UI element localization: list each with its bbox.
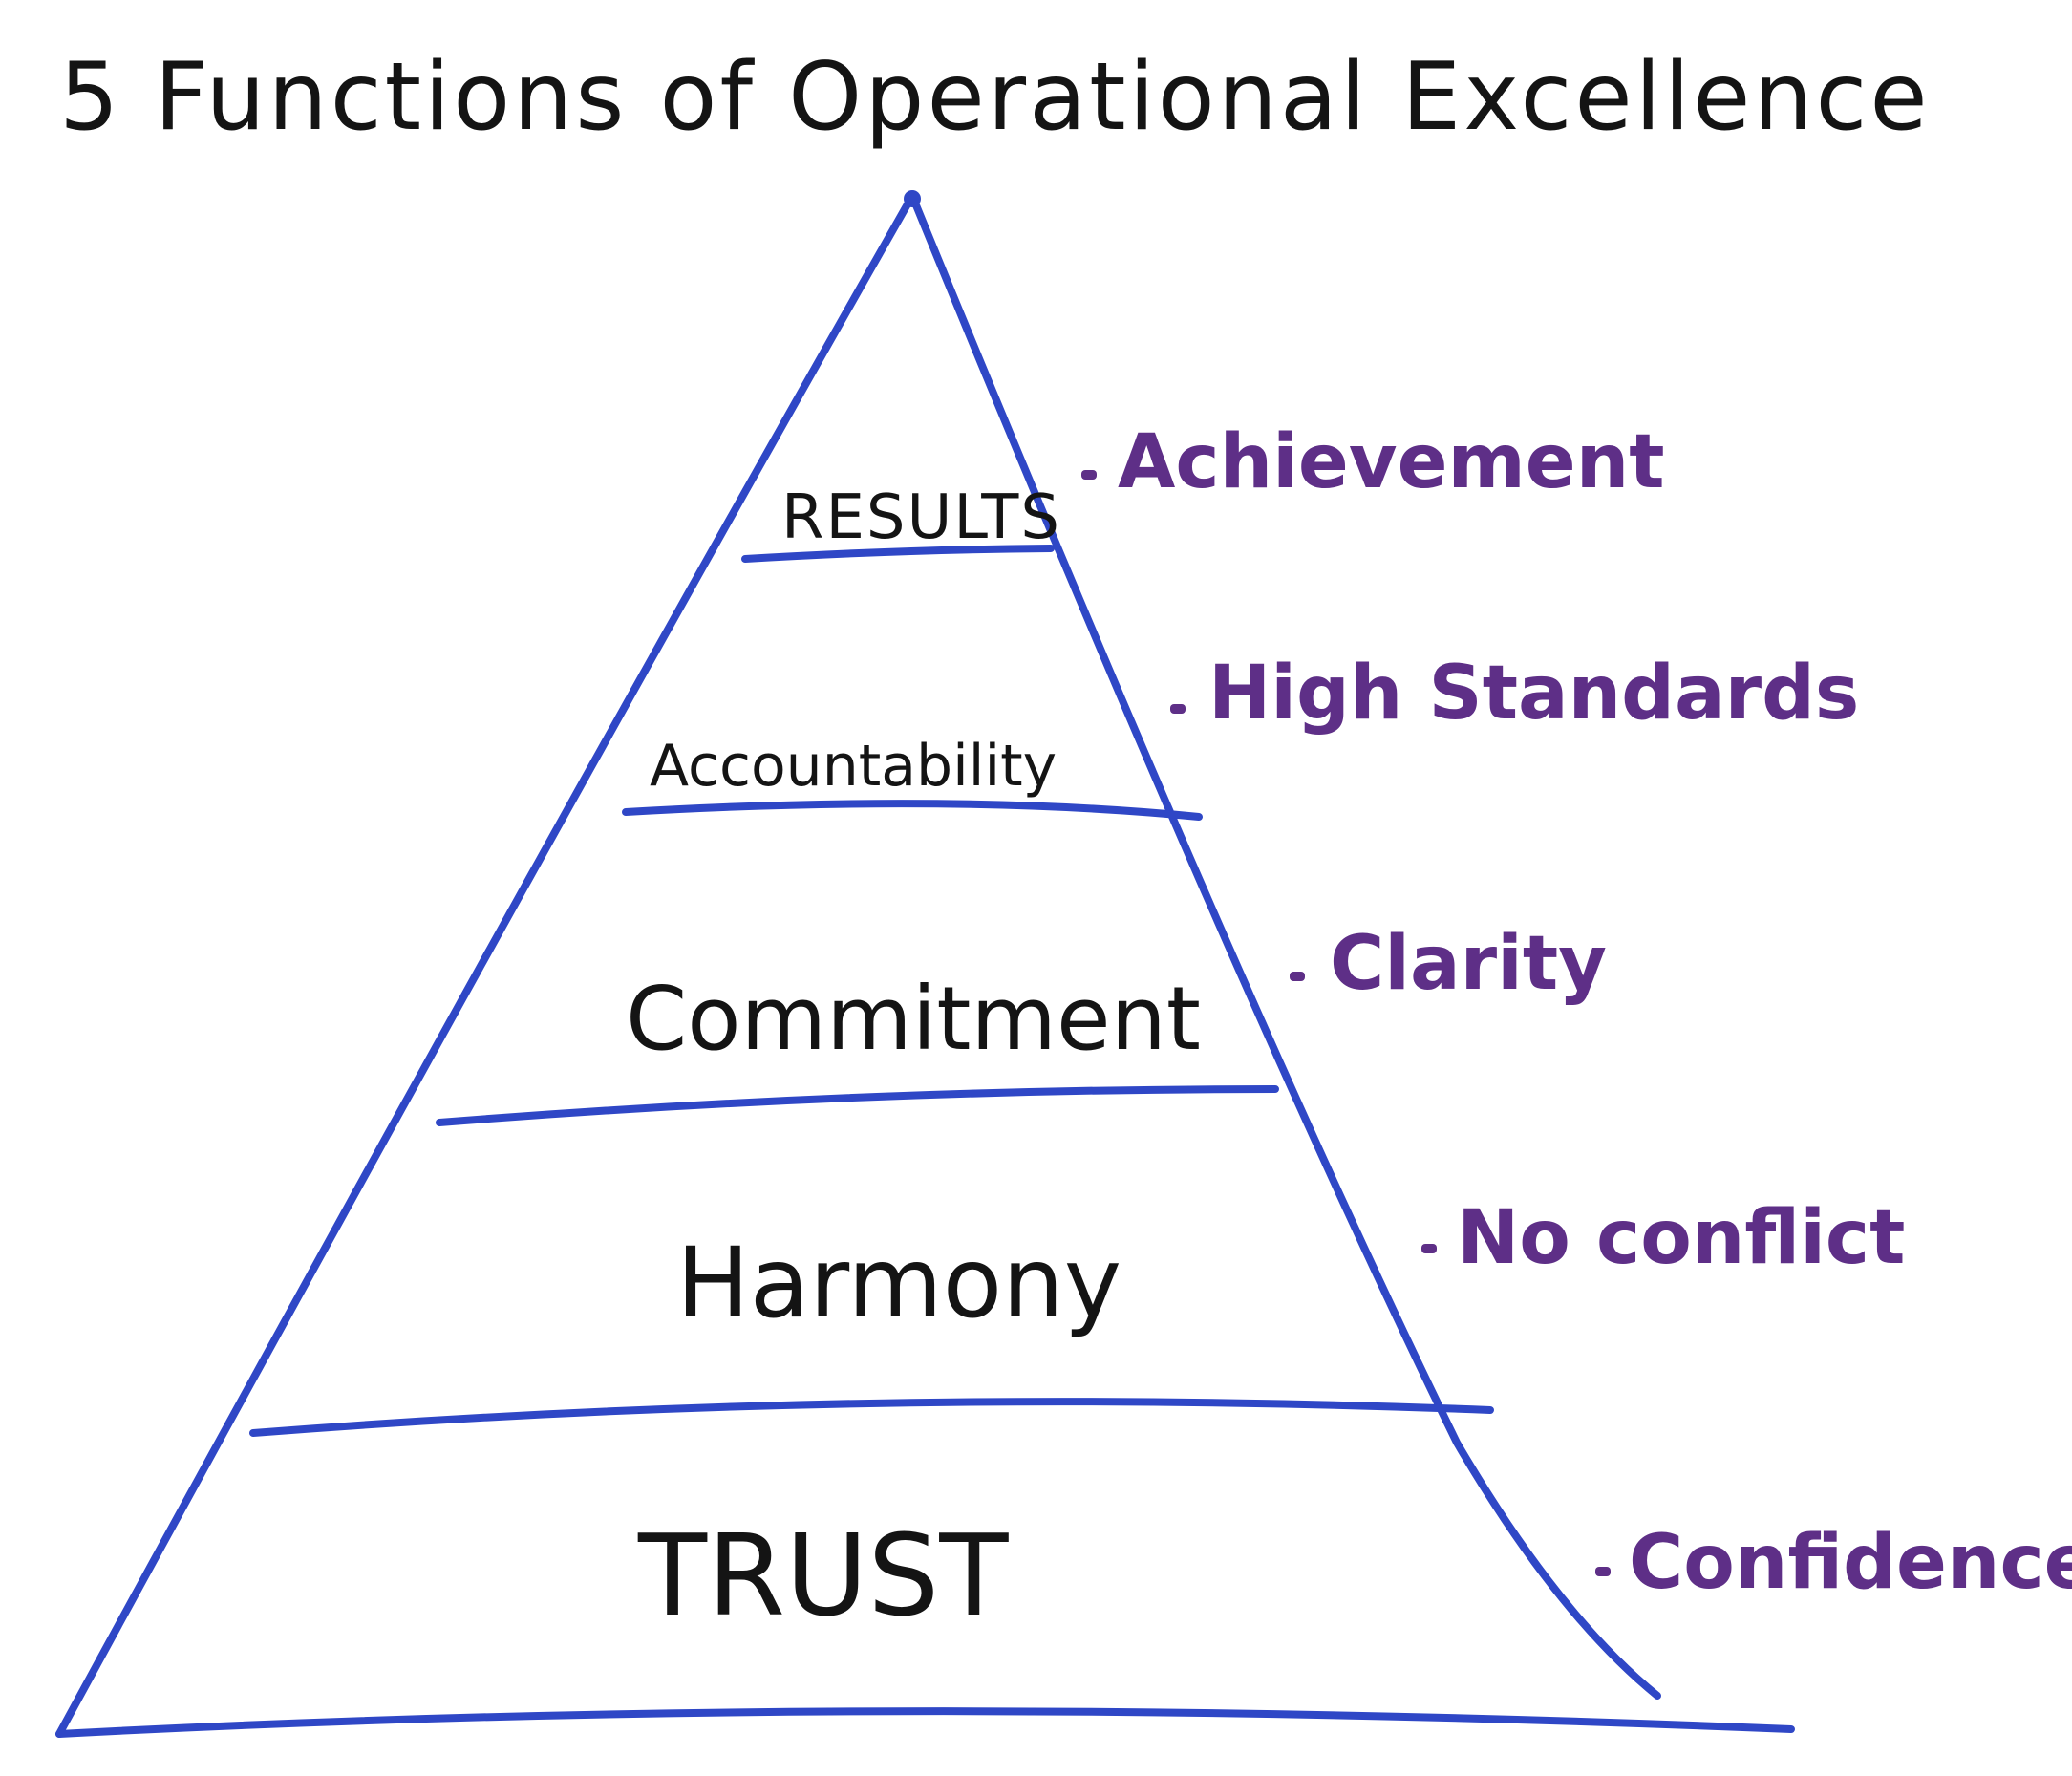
diagram-title: 5 Functions of Operational Excellence [59,43,1931,152]
level-label-accountability: Accountability [650,733,1057,800]
note-high-standards: High Standards [1170,651,1859,737]
note-dash [1170,704,1186,714]
note-no-conflict: No conflict [1421,1195,1905,1281]
note-confidence: Confidence [1595,1520,2072,1606]
note-label: Clarity [1330,921,1607,1007]
note-label: High Standards [1208,651,1859,737]
pyramid-apex [904,190,921,207]
divider-accountability [622,800,1203,821]
note-label: No conflict [1457,1195,1905,1281]
divider-results [741,545,1055,563]
note-dash [1421,1244,1437,1253]
pyramid-base-line [55,1707,1795,1738]
level-label-harmony: Harmony [676,1227,1121,1340]
level-label-trust: TRUST [637,1509,1009,1641]
divider-commitment [436,1085,1279,1126]
pyramid-right-edge [908,192,1661,1700]
pyramid-left-edge [55,192,916,1738]
note-achievement: Achievement [1081,419,1665,505]
note-label: Achievement [1118,419,1665,505]
note-clarity: Clarity [1290,921,1607,1007]
level-label-results: RESULTS [781,482,1061,553]
level-label-commitment: Commitment [626,968,1201,1070]
note-label: Confidence [1629,1520,2072,1606]
divider-harmony [249,1398,1494,1437]
note-dash [1595,1567,1611,1576]
note-dash [1081,470,1097,480]
note-dash [1290,972,1305,981]
